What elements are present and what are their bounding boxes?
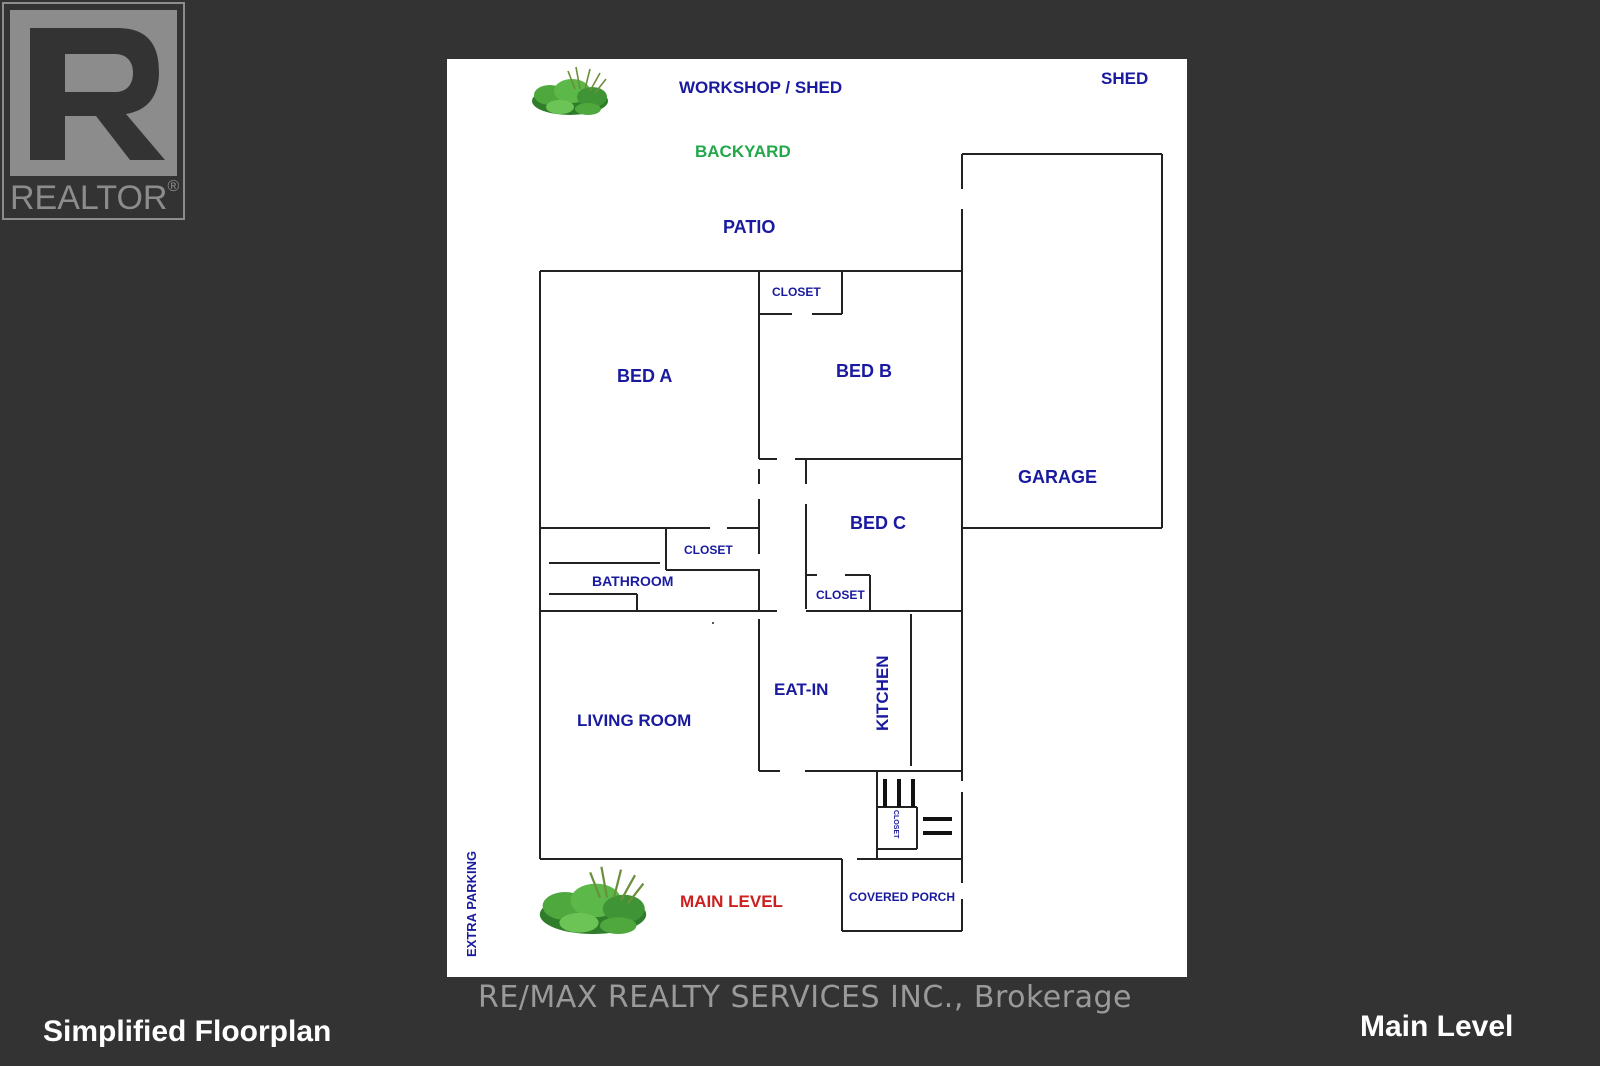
label-main-level: MAIN LEVEL [680,892,783,911]
label-closet-entry: CLOSET [892,810,899,839]
label-backyard: BACKYARD [695,142,791,161]
label-closet-bed-c: CLOSET [816,588,865,602]
footer-level: Main Level [1360,1010,1514,1043]
floorplan-diagram: WORKSHOP / SHED SHED BACKYARD PATIO CLOS… [464,66,1163,957]
realtor-r-logo-icon [10,10,177,176]
label-covered-porch: COVERED PORCH [849,890,955,904]
label-kitchen: KITCHEN [873,655,892,731]
label-garage: GARAGE [1018,467,1097,487]
label-bathroom: BATHROOM [592,573,673,589]
label-living-room: LIVING ROOM [577,711,691,730]
floorplan-sheet: WORKSHOP / SHED SHED BACKYARD PATIO CLOS… [447,59,1187,977]
plant-bush-icon [531,66,609,116]
label-patio: PATIO [723,217,775,237]
label-shed: SHED [1101,69,1148,88]
label-bed-b: BED B [836,361,892,381]
footer-title: Simplified Floorplan [43,1015,332,1048]
label-bed-a: BED A [617,366,672,386]
stairs-icon [883,779,952,835]
floorplan-walls [539,153,1163,932]
label-eat-in: EAT-IN [774,680,828,699]
label-closet-top: CLOSET [772,285,821,299]
plant-bush-icon [538,865,648,936]
brokerage-watermark: RE/MAX REALTY SERVICES INC., Brokerage [478,980,1132,1015]
label-extra-parking: EXTRA PARKING [464,851,479,957]
realtor-logo: REALTOR® [2,2,185,220]
label-closet-bath: CLOSET [684,543,733,557]
realtor-logo-text: REALTOR® [10,178,179,217]
label-bed-c: BED C [850,513,906,533]
label-workshop-shed: WORKSHOP / SHED [679,78,842,97]
